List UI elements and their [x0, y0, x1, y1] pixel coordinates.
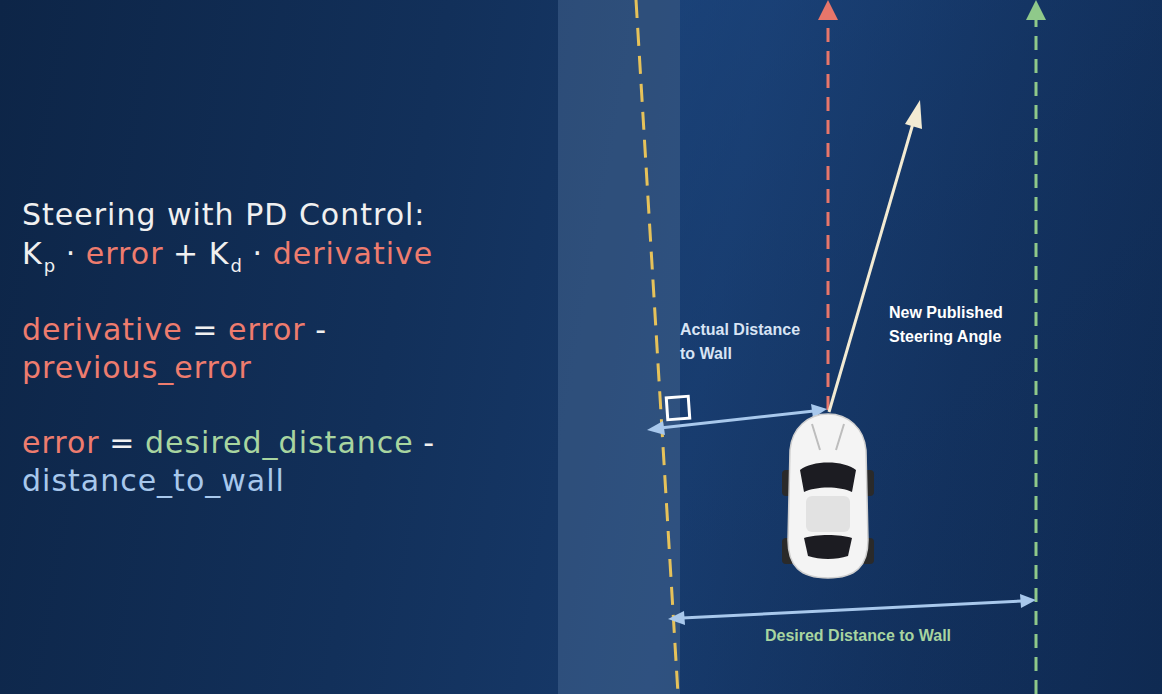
formula-term: + [173, 236, 199, 272]
formula-term: K [209, 236, 230, 272]
formula-term: error [22, 425, 100, 461]
car-rear-window [804, 535, 852, 559]
subscript: d [231, 248, 243, 284]
formula-term: = [192, 312, 218, 348]
arrowhead [647, 421, 665, 435]
heading-arrowhead [818, 0, 838, 20]
car-body [788, 414, 868, 578]
car-hood-lines [812, 424, 844, 450]
car-windshield [800, 463, 856, 493]
formula-line: distance_to_wall [22, 463, 285, 499]
wall-line [636, 0, 678, 694]
arrowhead [668, 611, 685, 625]
steering-label: New Published Steering Angle [889, 301, 1029, 349]
desired-path-line [1035, 18, 1038, 694]
formula-term: distance_to_wall [22, 463, 285, 499]
road-surface [680, 0, 1162, 694]
formula-term: desired_distance [145, 425, 414, 461]
desired-distance-arrow [682, 601, 1022, 618]
formula-term: - [423, 425, 435, 461]
heading-line [827, 18, 830, 410]
subscript: p [44, 248, 56, 284]
right-angle-marker [666, 396, 689, 419]
distance-label: Desired Distance to Wall [738, 624, 978, 648]
formula-line: derivative= error- [22, 312, 327, 348]
formula-term: · [253, 236, 264, 272]
formula-term: · [66, 236, 77, 272]
formula-term: error [86, 236, 164, 272]
formula-term: error [228, 312, 306, 348]
formula-line: error= desired_distance- [22, 425, 435, 461]
desired-path-arrowhead [1026, 0, 1046, 20]
formula-term: derivative [273, 236, 434, 272]
wall-band [558, 0, 680, 694]
formula-term: previous_error [22, 350, 252, 386]
steering-arrowhead [905, 100, 922, 129]
diagram-title: Steering with PD Control: [22, 197, 425, 233]
formula-line: previous_error [22, 350, 252, 386]
car [782, 414, 874, 578]
steering-arrow [829, 120, 914, 412]
arrowhead [1020, 594, 1036, 608]
formula-term: = [109, 425, 135, 461]
car-roof [806, 496, 850, 532]
formula-term: K [22, 236, 43, 272]
formula-term: - [315, 312, 327, 348]
formula-term: derivative [22, 312, 183, 348]
distance-label: Actual Distance to Wall [680, 318, 818, 366]
formula-line: Kp·error+Kd·derivative [22, 236, 433, 276]
